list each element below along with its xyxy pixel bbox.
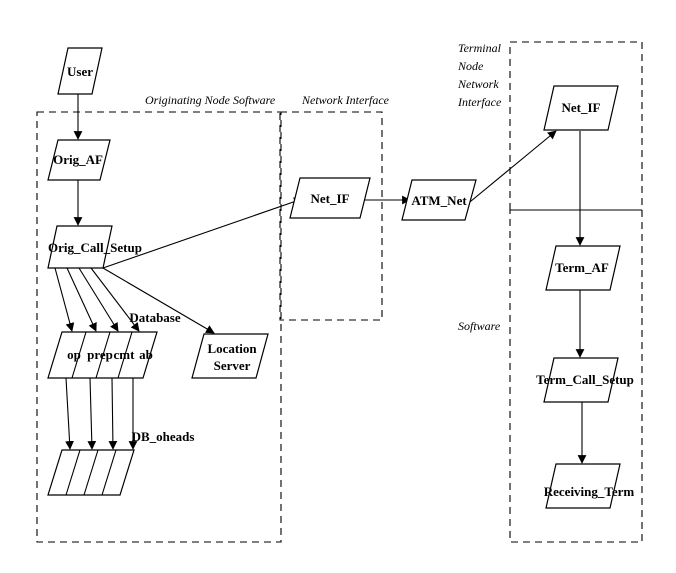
orig-call-setup-label: Orig_Call_Setup bbox=[48, 240, 142, 255]
terminal-software-region bbox=[509, 209, 643, 543]
net-if-left-label: Net_IF bbox=[311, 191, 350, 206]
location-server-label-line-1: Location bbox=[207, 341, 257, 356]
edge-call-setup-to-prep bbox=[66, 267, 97, 332]
originating-node-region bbox=[36, 111, 282, 543]
terminal-label-line-1: Terminal bbox=[458, 41, 502, 55]
location-server-label-line-2: Server bbox=[214, 358, 251, 373]
network-interface-region bbox=[279, 111, 383, 321]
term-call-setup-label: Term_Call_Setup bbox=[536, 372, 634, 387]
location-server-node: Location Server bbox=[191, 333, 269, 379]
terminal-label-line-3: Network bbox=[457, 77, 499, 91]
database-node: Database op prep cmt ab bbox=[47, 310, 181, 379]
edge-call-setup-to-op bbox=[54, 267, 75, 332]
edge-op-to-oheads bbox=[65, 377, 74, 450]
network-interface-region-label: Network Interface bbox=[301, 93, 390, 107]
edge-call-setup-to-cmt bbox=[78, 267, 119, 332]
atm-net-node: ATM_Net bbox=[401, 179, 477, 221]
terminal-label-line-4: Interface bbox=[457, 95, 502, 109]
edge-call-setup-to-location-server bbox=[102, 267, 215, 334]
terminal-label-line-2: Node bbox=[457, 59, 484, 73]
atm-net-label: ATM_Net bbox=[411, 193, 467, 208]
edge-cmt-to-oheads bbox=[108, 377, 118, 450]
db-cell-cmt: cmt bbox=[114, 347, 136, 362]
edge-prep-to-oheads bbox=[87, 377, 97, 450]
receiving-term-label: Receiving_Term bbox=[544, 484, 635, 499]
receiving-term-node: Receiving_Term bbox=[544, 463, 635, 509]
db-oheads-node: DB_oheads bbox=[47, 429, 195, 496]
user-label: User bbox=[67, 64, 93, 79]
orig-af-label: Orig_AF bbox=[53, 152, 103, 167]
orig-call-setup-node: Orig_Call_Setup bbox=[47, 225, 142, 269]
software-region-label: Software bbox=[458, 319, 501, 333]
net-if-left-node: Net_IF bbox=[289, 177, 371, 219]
db-oheads-label: DB_oheads bbox=[132, 429, 195, 444]
net-if-right-label: Net_IF bbox=[562, 100, 601, 115]
term-call-setup-node: Term_Call_Setup bbox=[536, 357, 634, 403]
user-node: User bbox=[57, 47, 103, 95]
net-if-right-node: Net_IF bbox=[543, 85, 619, 131]
edge-call-setup-to-net-if bbox=[102, 197, 303, 269]
term-af-label: Term_AF bbox=[555, 260, 609, 275]
db-cell-prep: prep bbox=[87, 347, 113, 362]
orig-af-node: Orig_AF bbox=[47, 139, 111, 181]
database-label: Database bbox=[129, 310, 181, 325]
edge-atm-net-to-net-if bbox=[464, 130, 557, 207]
db-cell-op: op bbox=[67, 347, 81, 362]
originating-region-label: Originating Node Software bbox=[145, 93, 276, 107]
term-af-node: Term_AF bbox=[545, 245, 621, 291]
db-cell-ab: ab bbox=[139, 347, 153, 362]
edge-call-setup-to-ab bbox=[90, 267, 140, 332]
